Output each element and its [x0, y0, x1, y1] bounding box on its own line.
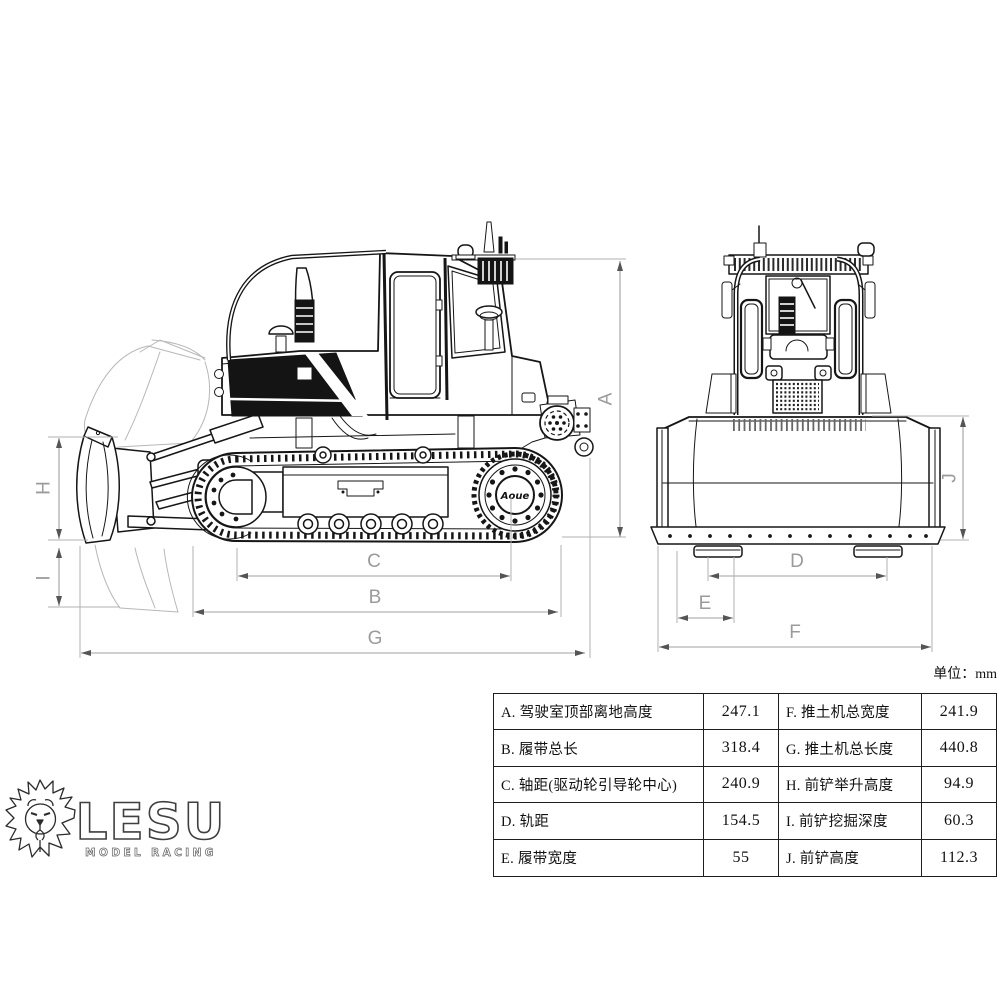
dim-I: I	[34, 548, 120, 608]
dim-D: D	[707, 551, 888, 581]
dim-B: B	[192, 545, 562, 617]
spec-table: A. 驾驶室顶部离地高度 247.1 F. 推土机总宽度 241.9 B. 履带…	[493, 693, 997, 877]
ghost-blade-positions	[83, 339, 211, 613]
spec-value-cell: 247.1	[704, 694, 779, 731]
spec-value-cell: 112.3	[940, 848, 978, 866]
dim-label-F: F	[789, 622, 801, 643]
dim-label-B: B	[369, 587, 382, 608]
spec-label-cell: H. 前铲举升高度	[779, 766, 922, 804]
spec-value-cell: 240.9	[704, 766, 779, 804]
spec-label-cell: G. 推土机总长度	[779, 730, 922, 767]
side-blade	[75, 426, 121, 544]
dim-label-D: D	[790, 551, 804, 572]
dim-J: J	[872, 415, 969, 541]
spec-value-cell: 94.9	[922, 767, 996, 804]
spec-label-cell: D. 轨距	[494, 803, 704, 840]
dim-label-A: A	[596, 392, 617, 405]
side-body	[214, 221, 549, 449]
spec-label-cell: C. 轴距(驱动轮引导轮中心)	[494, 766, 704, 804]
dim-C: C	[236, 497, 512, 581]
dim-label-J: J	[940, 473, 961, 483]
drive-sprocket: Aoue	[471, 451, 559, 539]
cutting-edge-bolts	[668, 534, 928, 538]
spec-value-cell: 241.9	[922, 694, 996, 731]
radiator-grille-dots	[776, 382, 819, 411]
lion-head-icon	[5, 779, 76, 858]
dim-label-G: G	[368, 628, 383, 649]
spec-label-cell: A. 驾驶室顶部离地高度	[494, 694, 704, 731]
spec-value-cell: 60.3	[922, 803, 996, 840]
spec-label-cell: I. 前铲挖掘深度	[779, 803, 922, 840]
antennas	[483, 221, 508, 254]
spec-value-cell: 318.4	[704, 730, 779, 767]
dimension-annotations: A H I C B	[34, 258, 969, 658]
spec-label-cell: B. 履带总长	[494, 730, 704, 767]
dim-label-E: E	[699, 593, 712, 614]
unit-note: 单位：mm	[933, 667, 997, 682]
front-idler	[186, 454, 267, 540]
spec-label-cell: F. 推土机总宽度	[779, 694, 922, 731]
brand-logo: LESU MODEL RACING	[2, 770, 232, 870]
spec-value-cell: 154.5	[704, 803, 779, 840]
spec-value-cell: 440.8	[922, 730, 996, 767]
beacon-light	[455, 244, 476, 260]
sprocket-hub-brand-text: Aoue	[500, 491, 530, 502]
logo-brand-text: LESU	[76, 793, 227, 851]
dim-label-C: C	[367, 551, 381, 572]
dim-E: E	[676, 551, 735, 623]
logo-canvas: LESU MODEL RACING	[5, 779, 227, 859]
spec-value-cell: 55	[704, 839, 779, 876]
spec-label-cell: E. 履带宽度	[494, 839, 704, 876]
road-wheels	[297, 513, 444, 535]
spec-label-cell: J. 前铲高度	[779, 839, 922, 876]
dim-label-I: I	[34, 575, 55, 580]
front-cab	[705, 225, 892, 415]
bulldozer-side-view: Aoue	[75, 221, 594, 613]
dim-F: F	[657, 546, 933, 652]
dim-H: H	[34, 436, 118, 541]
front-blade	[650, 416, 946, 558]
dim-label-H: H	[34, 481, 55, 495]
bulldozer-front-view	[650, 225, 946, 558]
dim-A: A	[516, 258, 626, 538]
rear-winch	[521, 395, 594, 457]
dim-G: G	[79, 458, 591, 658]
logo-tagline-text: MODEL RACING	[85, 847, 217, 859]
side-track-assembly: Aoue	[186, 446, 563, 543]
